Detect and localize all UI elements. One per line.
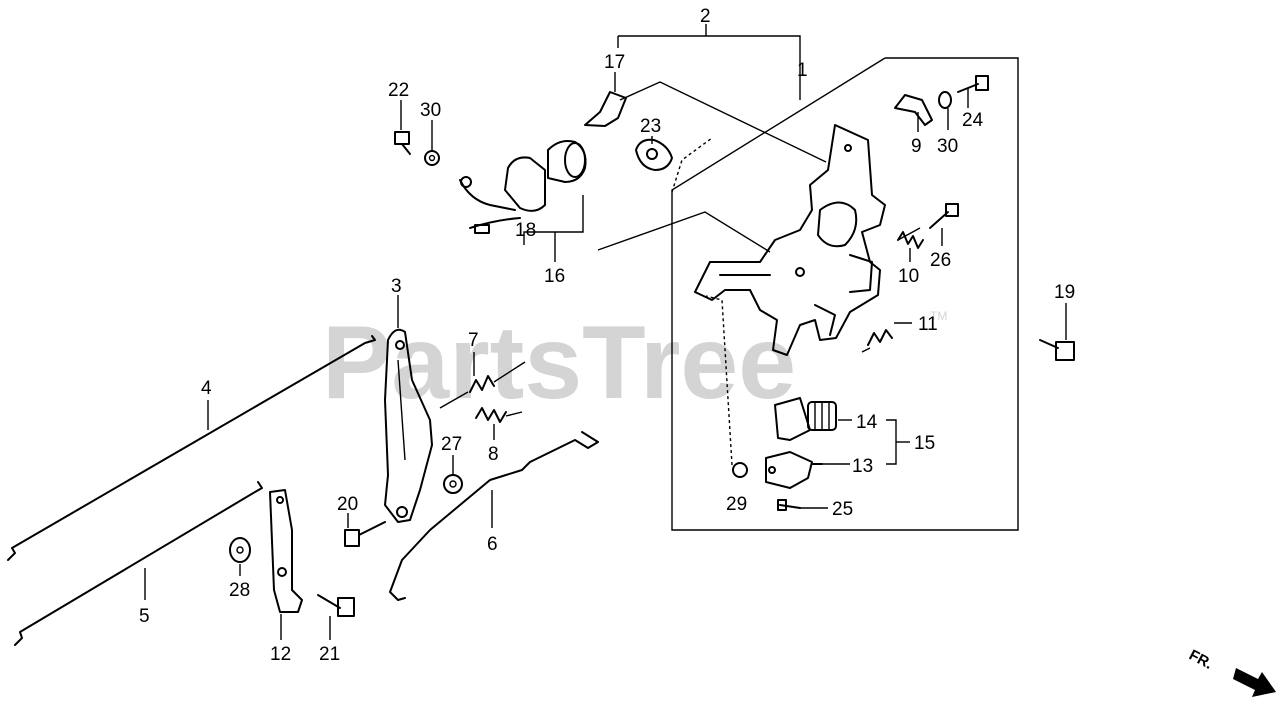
callout-9: 9 bbox=[911, 136, 922, 157]
callout-13: 13 bbox=[852, 456, 873, 477]
callout-25: 25 bbox=[832, 499, 853, 520]
part-19-bolt[interactable] bbox=[1039, 339, 1075, 361]
callout-14: 14 bbox=[856, 412, 878, 433]
callout-27: 27 bbox=[441, 434, 462, 455]
part-11-spring[interactable] bbox=[861, 329, 893, 353]
callout-16: 16 bbox=[544, 266, 565, 287]
part-13-switch[interactable] bbox=[765, 451, 823, 489]
callout-3: 3 bbox=[391, 276, 402, 297]
part-17-clip[interactable] bbox=[584, 91, 627, 127]
part-6-rod[interactable] bbox=[389, 431, 599, 601]
callout-1: 1 bbox=[797, 60, 808, 81]
part-29-washer[interactable] bbox=[732, 462, 748, 478]
leader-16-to-bracket bbox=[597, 211, 771, 253]
front-arrow-icon bbox=[1233, 668, 1276, 697]
part-7-spring[interactable] bbox=[439, 361, 526, 409]
callout-7: 7 bbox=[468, 330, 479, 351]
part-30-washer-left[interactable] bbox=[424, 150, 440, 166]
part-27-nut[interactable] bbox=[443, 474, 463, 494]
part-30-washer-right[interactable] bbox=[938, 91, 952, 109]
callout-30-right: 30 bbox=[937, 136, 958, 157]
callout-bracket-2 bbox=[618, 35, 801, 100]
part-26-bolt[interactable] bbox=[929, 203, 959, 229]
callout-19: 19 bbox=[1054, 282, 1075, 303]
part-14-solenoid[interactable] bbox=[774, 397, 837, 441]
watermark-text: PartsTree bbox=[322, 305, 796, 421]
control-base-bracket[interactable] bbox=[694, 124, 886, 356]
callout-bracket-16 bbox=[523, 195, 584, 245]
callout-2: 2 bbox=[700, 6, 711, 27]
assembly-boundary bbox=[671, 57, 1019, 531]
part-10-spring[interactable] bbox=[897, 227, 924, 249]
callout-12: 12 bbox=[270, 644, 291, 665]
callout-26: 26 bbox=[930, 250, 951, 271]
front-label: FR. bbox=[1186, 647, 1215, 673]
callout-bracket-15 bbox=[886, 419, 897, 465]
callout-4: 4 bbox=[201, 378, 212, 399]
part-8-spring[interactable] bbox=[475, 407, 523, 423]
part-25-screw[interactable] bbox=[777, 499, 801, 511]
callout-11: 11 bbox=[918, 314, 938, 335]
part-18-ignition-switch[interactable] bbox=[459, 140, 587, 234]
watermark-trademark: TM bbox=[930, 309, 947, 323]
callout-23: 23 bbox=[640, 116, 661, 137]
callout-17: 17 bbox=[604, 52, 625, 73]
leader-17-to-bracket bbox=[619, 81, 827, 163]
front-direction-indicator: FR. bbox=[1186, 647, 1276, 697]
part-3-lever[interactable] bbox=[384, 328, 433, 523]
part-21-bolt[interactable] bbox=[317, 594, 355, 617]
callout-30-left: 30 bbox=[420, 100, 441, 121]
callout-5: 5 bbox=[139, 606, 150, 627]
callout-10: 10 bbox=[898, 266, 919, 287]
callout-28: 28 bbox=[229, 580, 250, 601]
callout-20: 20 bbox=[337, 494, 358, 515]
callout-22: 22 bbox=[388, 80, 409, 101]
callout-29: 29 bbox=[726, 494, 747, 515]
leader-29-dashed bbox=[705, 295, 733, 466]
part-22-bolt[interactable] bbox=[394, 131, 411, 155]
part-24-bolt[interactable] bbox=[957, 75, 989, 93]
callout-8: 8 bbox=[488, 444, 499, 465]
part-5-rod[interactable] bbox=[14, 481, 263, 646]
part-9-clamp[interactable] bbox=[894, 94, 933, 126]
callout-24: 24 bbox=[962, 110, 984, 131]
leader-bracket-dashed bbox=[671, 137, 713, 193]
callout-6: 6 bbox=[487, 534, 498, 555]
callout-15: 15 bbox=[914, 433, 935, 454]
part-4-rod[interactable] bbox=[7, 335, 376, 561]
callout-21: 21 bbox=[319, 644, 340, 665]
part-23-grommet[interactable] bbox=[635, 138, 673, 171]
part-12-plate[interactable] bbox=[269, 489, 303, 613]
part-28-washer[interactable] bbox=[229, 537, 251, 563]
part-20-bolt[interactable] bbox=[344, 521, 386, 547]
callout-18: 18 bbox=[515, 220, 536, 241]
